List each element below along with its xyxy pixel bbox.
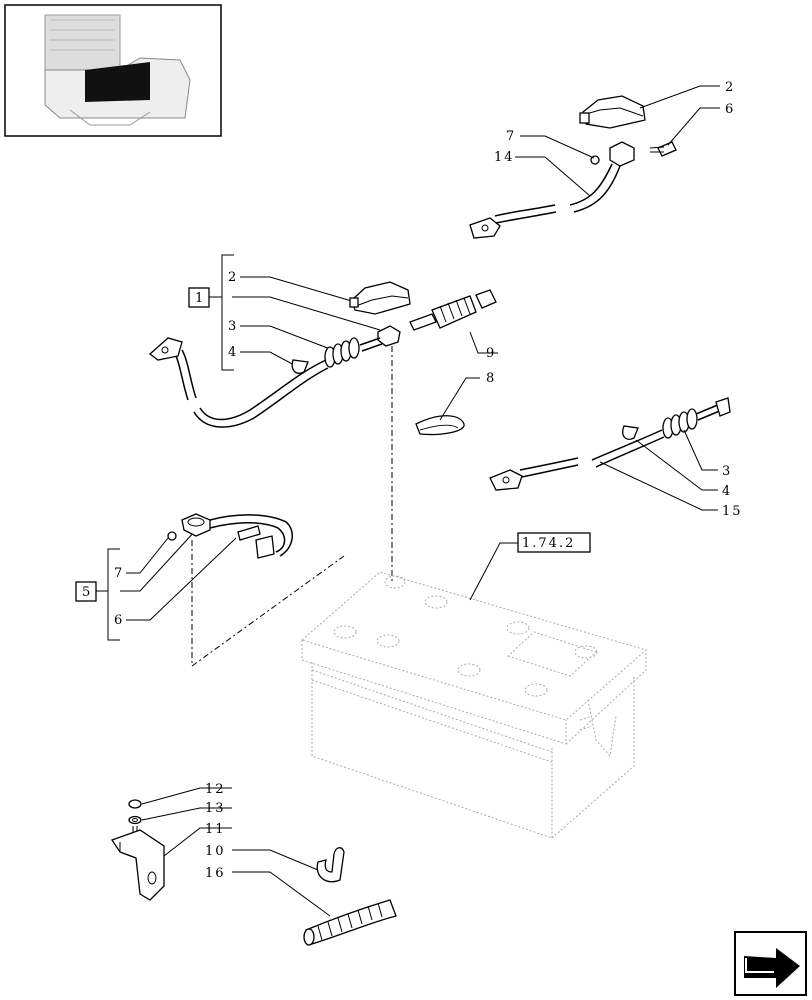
- callout-6-top: 6: [725, 102, 735, 117]
- kit-1-cable: [148, 281, 497, 428]
- battery-outline: [300, 571, 648, 839]
- bracket-11: [110, 799, 165, 901]
- kit-box-1: 1: [195, 291, 205, 306]
- callout-4-right: 4: [722, 484, 732, 499]
- callout-3-right: 3: [722, 464, 732, 479]
- callout-3-mid: 3: [228, 319, 238, 334]
- callout-14: 14: [494, 150, 515, 165]
- kit-box-5: 5: [82, 585, 92, 600]
- cable-15: [489, 397, 731, 491]
- callout-6-left: 6: [114, 613, 124, 628]
- callout-10: 10: [205, 844, 226, 859]
- top-cable-assembly: [469, 95, 677, 239]
- kit-5-bracket: 5: [75, 548, 120, 641]
- callout-12: 12: [205, 782, 226, 797]
- callout-8: 8: [486, 371, 496, 386]
- sleeve-16: [303, 899, 397, 946]
- callout-2-mid: 2: [228, 270, 238, 285]
- next-page-arrow-icon[interactable]: [734, 931, 807, 996]
- callout-2-top: 2: [725, 80, 735, 95]
- callout-15: 15: [722, 504, 743, 519]
- callout-16: 16: [205, 866, 226, 881]
- callout-11: 11: [205, 822, 226, 837]
- callout-7-top: 7: [506, 129, 516, 144]
- kit-1-bracket: 1: [188, 254, 234, 371]
- machine-location-thumbnail-icon[interactable]: [4, 4, 222, 137]
- clip-10: [316, 847, 345, 883]
- callout-7-left: 7: [114, 566, 124, 581]
- callout-9: 9: [486, 346, 496, 361]
- callout-4-mid: 4: [228, 345, 238, 360]
- callout-13: 13: [205, 801, 226, 816]
- reference-1-74-2[interactable]: 1.74.2: [522, 536, 575, 551]
- kit-5-cable: [167, 513, 293, 559]
- clip-8: [415, 415, 465, 436]
